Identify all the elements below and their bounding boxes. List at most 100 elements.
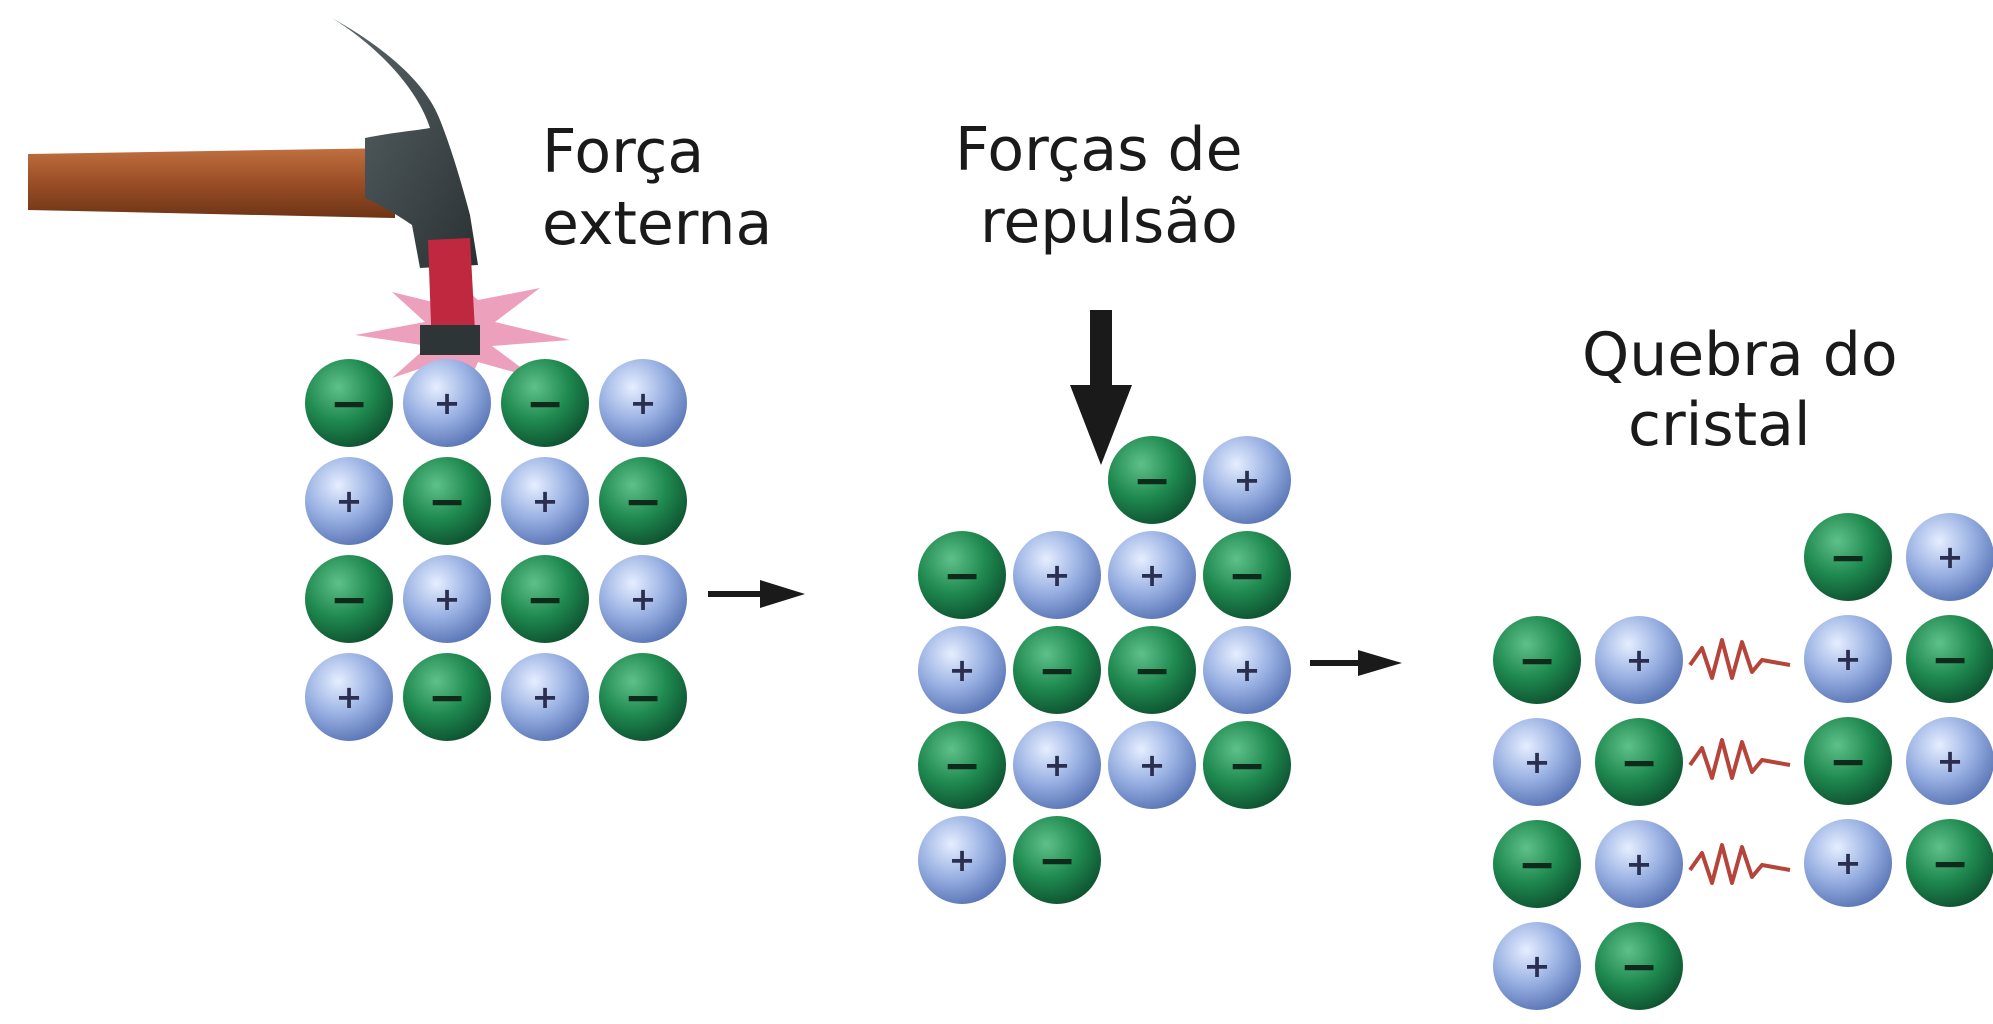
cation-sphere [599,555,687,643]
cation-ion: + [305,457,393,545]
minus-sign: − [943,548,982,602]
minus-sign: − [1931,632,1970,686]
cation-ion: + [1595,616,1683,704]
cation-ion: + [1203,626,1291,714]
minus-sign: − [1620,939,1659,993]
anion-sphere [501,555,589,643]
minus-sign: − [1829,530,1868,584]
cation-sphere [1108,531,1196,619]
anion-ion: − [1203,531,1291,619]
cation-ion: + [403,359,491,447]
cation-sphere [501,457,589,545]
anion-ion: − [403,457,491,545]
right-arrow-icon [708,580,805,608]
plus-sign: + [1835,844,1862,882]
minus-sign: − [1133,453,1172,507]
anion-sphere [1906,819,1993,907]
cation-sphere [1493,718,1581,806]
minus-sign: − [428,670,467,724]
cation-sphere [599,359,687,447]
minus-sign: − [526,572,565,626]
anion-ion: − [1203,721,1291,809]
label-external-force-line1: Força [542,117,704,187]
plus-sign: + [1234,461,1261,499]
cation-sphere [403,359,491,447]
minus-sign: − [330,376,369,430]
cation-ion: + [1906,717,1993,805]
cation-ion: + [403,555,491,643]
minus-sign: − [1829,734,1868,788]
anion-ion: − [1493,616,1581,704]
anion-ion: − [1595,718,1683,806]
ion-lattice: −+−++−+−−+−++−+−−+−++−+−−+−++−+−−++−−++−… [305,359,1993,1010]
cation-sphere [501,653,589,741]
right-arrow-icon [1310,650,1402,676]
plus-sign: + [1626,641,1653,679]
plus-sign: + [532,678,559,716]
cation-sphere [305,653,393,741]
anion-ion: − [1595,922,1683,1010]
cation-ion: + [501,653,589,741]
cation-ion: + [1108,531,1196,619]
anion-ion: − [1013,816,1101,904]
minus-sign: − [1228,548,1267,602]
plus-sign: + [1835,640,1862,678]
cation-sphere [1906,717,1993,805]
plus-sign: + [532,482,559,520]
cation-ion: + [1013,531,1101,619]
anion-ion: − [1804,717,1892,805]
cation-sphere [1493,922,1581,1010]
spring-icon [1688,638,1791,885]
cation-ion: + [1203,436,1291,524]
anion-ion: − [1108,436,1196,524]
cation-ion: + [1493,718,1581,806]
label-crystal-break-line1: Quebra do [1582,320,1898,390]
minus-sign: − [428,474,467,528]
cation-sphere [1804,819,1892,907]
anion-sphere [1906,615,1993,703]
anion-ion: − [501,359,589,447]
anion-sphere [305,359,393,447]
cation-sphere [918,626,1006,714]
plus-sign: + [434,580,461,618]
cation-ion: + [305,653,393,741]
anion-ion: − [599,457,687,545]
hammer-head [332,18,478,268]
plus-sign: + [336,482,363,520]
plus-sign: + [1524,947,1551,985]
cation-sphere [305,457,393,545]
cation-ion: + [1108,721,1196,809]
cation-sphere [1203,436,1291,524]
plus-sign: + [1044,746,1071,784]
minus-sign: − [526,376,565,430]
cation-ion: + [918,816,1006,904]
minus-sign: − [1228,738,1267,792]
cation-sphere [1804,615,1892,703]
cation-sphere [918,816,1006,904]
cation-ion: + [1804,819,1892,907]
anion-sphere [1493,820,1581,908]
anion-ion: − [1108,626,1196,714]
minus-sign: − [1931,836,1970,890]
anion-sphere [403,457,491,545]
minus-sign: − [1518,837,1557,891]
label-repulsion-line2: repulsão [980,187,1238,257]
anion-sphere [1493,616,1581,704]
anion-sphere [599,653,687,741]
cation-sphere [1013,531,1101,619]
plus-sign: + [1234,651,1261,689]
plus-sign: + [1626,845,1653,883]
cation-sphere [1013,721,1101,809]
minus-sign: − [330,572,369,626]
anion-ion: − [918,531,1006,619]
anion-sphere [1108,436,1196,524]
cation-ion: + [501,457,589,545]
minus-sign: − [943,738,982,792]
plus-sign: + [434,384,461,422]
cation-ion: + [1493,922,1581,1010]
anion-ion: − [305,555,393,643]
anion-ion: − [1804,513,1892,601]
minus-sign: − [1038,643,1077,697]
down-arrow-icon [1070,310,1132,465]
anion-sphere [1804,513,1892,601]
